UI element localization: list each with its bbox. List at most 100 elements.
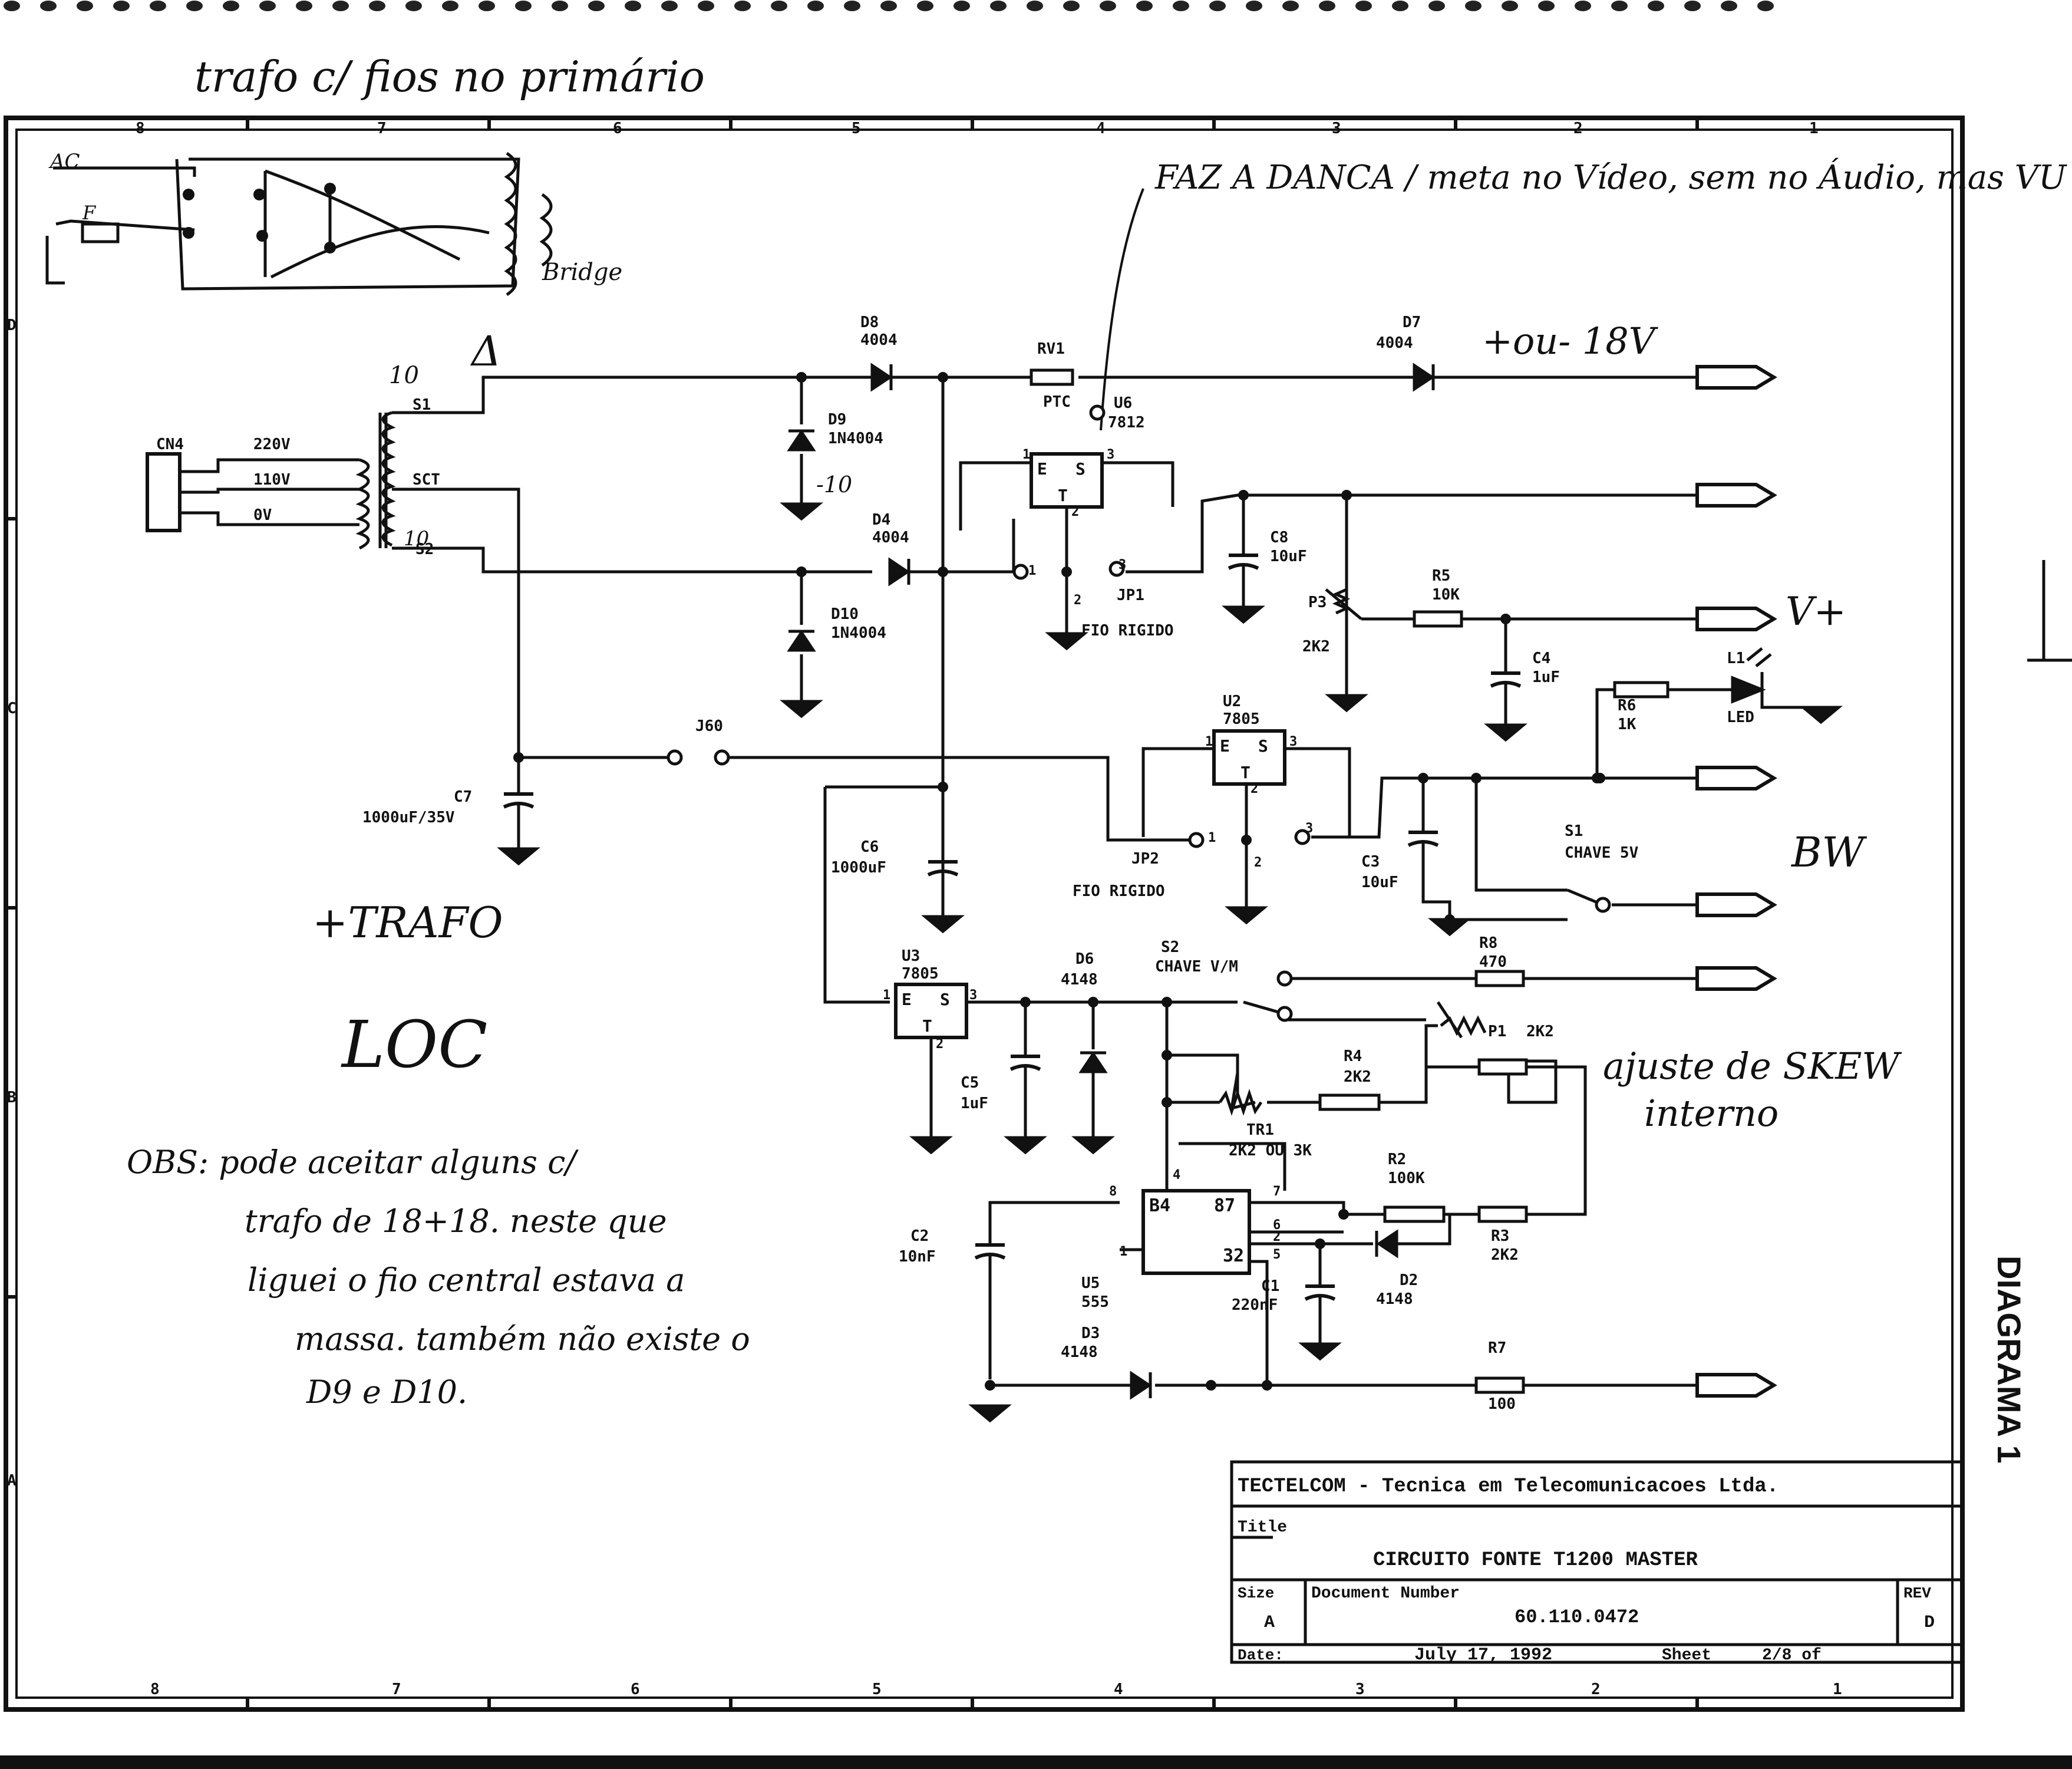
- u5-pin8-outer: 8: [1109, 1184, 1117, 1199]
- label-c3: C3: [1361, 853, 1380, 871]
- perforation-dot: [1282, 1, 1299, 11]
- junction-dot: [985, 1380, 995, 1391]
- perforation-dot: [113, 1, 130, 11]
- u2-pin-t: T: [1240, 763, 1251, 782]
- pot-zigzag: [1440, 1015, 1487, 1036]
- ground-symbol: [1799, 706, 1843, 724]
- label-tr1: TR1: [1246, 1121, 1274, 1139]
- potentiometer-wipers: [1229, 588, 1463, 1111]
- u3-pin1: 1: [883, 988, 890, 1003]
- perforation-dot: [661, 1, 678, 11]
- junction-dot: [1088, 997, 1098, 1007]
- capacitor-plate: [1009, 1064, 1041, 1071]
- label-d7: D7: [1403, 314, 1421, 331]
- u6-pin-e: E: [1037, 459, 1047, 479]
- u3-pin-e: E: [902, 990, 912, 1009]
- border-top-7: 7: [377, 120, 387, 137]
- u5-pin4: 4: [1173, 1168, 1180, 1182]
- u2-pin2: 2: [1251, 782, 1258, 796]
- contact-point: [667, 749, 683, 766]
- capacitor-plate: [1490, 681, 1522, 688]
- perforation-dot: [588, 1, 605, 11]
- perforation-dot: [771, 1, 787, 11]
- note-trafo-primario: trafo c/ fios no primário: [194, 52, 705, 101]
- jp1-pin1: 1: [1028, 564, 1036, 578]
- junction-dot: [796, 566, 807, 577]
- perforation-dot: [1428, 1, 1445, 11]
- note-obs-line3: liguei o fio central estava a: [248, 1261, 685, 1299]
- output-terminal: [1695, 966, 1777, 991]
- capacitor-plate: [503, 802, 535, 809]
- note-t10b: 10: [404, 527, 429, 551]
- u5-pin2: 2: [1273, 1230, 1281, 1244]
- label-c6-value: 1000uF: [831, 859, 886, 877]
- contact-point: [714, 749, 730, 766]
- label-p3-value: 2K2: [1302, 638, 1330, 655]
- resistor-body: [1383, 1205, 1446, 1223]
- label-d9-value: 1N4004: [828, 430, 883, 447]
- schematic-wires: [146, 375, 1821, 1387]
- contact-point: [1294, 829, 1311, 845]
- border-left-a: A: [7, 1472, 17, 1490]
- junction-dot: [1162, 1097, 1172, 1108]
- perforation-dot: [1502, 1, 1518, 11]
- note-loc: LOC: [341, 1007, 487, 1082]
- title-block-rev: D: [1924, 1613, 1935, 1633]
- junction-dot: [1338, 1209, 1349, 1220]
- label-jp2-value: FIO RIGIDO: [1073, 882, 1165, 900]
- output-terminal: [1695, 1373, 1777, 1398]
- note-delta: Δ: [470, 327, 501, 375]
- junction-dot: [1238, 490, 1249, 500]
- junction-dot: [1206, 1380, 1216, 1391]
- border-bottom-5: 5: [872, 1681, 882, 1698]
- capacitor-plate: [1304, 1294, 1336, 1301]
- label-d3: D3: [1081, 1325, 1100, 1342]
- note-minus10: -10: [816, 472, 852, 498]
- perforation-dot: [1063, 1, 1080, 11]
- title-block-size: A: [1264, 1613, 1275, 1633]
- perforation-dot: [223, 1, 239, 11]
- label-c2-value: 10nF: [899, 1248, 936, 1266]
- note-faz-a-danca-line1: FAZ A DANCA / meta no Vídeo, sem no Áudi…: [1154, 158, 2072, 197]
- u2-pin1: 1: [1205, 734, 1213, 749]
- perforation-dot: [734, 1, 751, 11]
- perforation-dot: [880, 1, 897, 11]
- ground-symbol: [1225, 906, 1268, 925]
- perforation-dot: [479, 1, 495, 11]
- capacitor-plate: [927, 869, 959, 877]
- ground-symbol: [1298, 1342, 1342, 1361]
- label-d9: D9: [828, 411, 846, 429]
- transformer-sketch-dots: [183, 183, 336, 253]
- u3-pin3: 3: [969, 988, 977, 1003]
- perforation-dot: [1246, 1, 1262, 11]
- label-r6: R6: [1618, 697, 1636, 714]
- label-r8-value: 470: [1479, 953, 1507, 971]
- diode-symbol: [1078, 1051, 1108, 1073]
- label-jp1: JP1: [1117, 587, 1144, 604]
- label-u3-value: 7805: [902, 965, 939, 983]
- perforation-dot: [1392, 1, 1408, 11]
- u6-pin1: 1: [1022, 447, 1030, 462]
- label-d8-value: 4004: [860, 331, 898, 349]
- resistor-body: [1474, 970, 1525, 987]
- title-block-date: July 17, 1992: [1414, 1645, 1552, 1665]
- perforation-dot: [917, 1, 933, 11]
- perforation-dot: [1173, 1, 1189, 11]
- title-block-title-label: Title: [1238, 1518, 1287, 1537]
- junction-dots: [513, 372, 1605, 1391]
- contact-point: [1188, 832, 1205, 848]
- note-bw: BW: [1790, 828, 1867, 877]
- ground-symbol: [780, 700, 823, 719]
- label-tr1-value: 2K2 OU 3K: [1229, 1142, 1312, 1159]
- label-p3: P3: [1308, 594, 1327, 611]
- perforation-dot: [1100, 1, 1116, 11]
- ground-symbol: [1484, 723, 1527, 742]
- u3-pin-t: T: [922, 1016, 932, 1036]
- junction-dot: [1020, 997, 1031, 1007]
- junction-dot: [513, 752, 524, 763]
- ground-symbol: [1325, 694, 1368, 713]
- title-block-sheet: 2/8 of: [1762, 1646, 1822, 1665]
- perforation-dot: [1465, 1, 1482, 11]
- contact-point: [1108, 561, 1125, 577]
- label-110v: 110V: [253, 471, 291, 489]
